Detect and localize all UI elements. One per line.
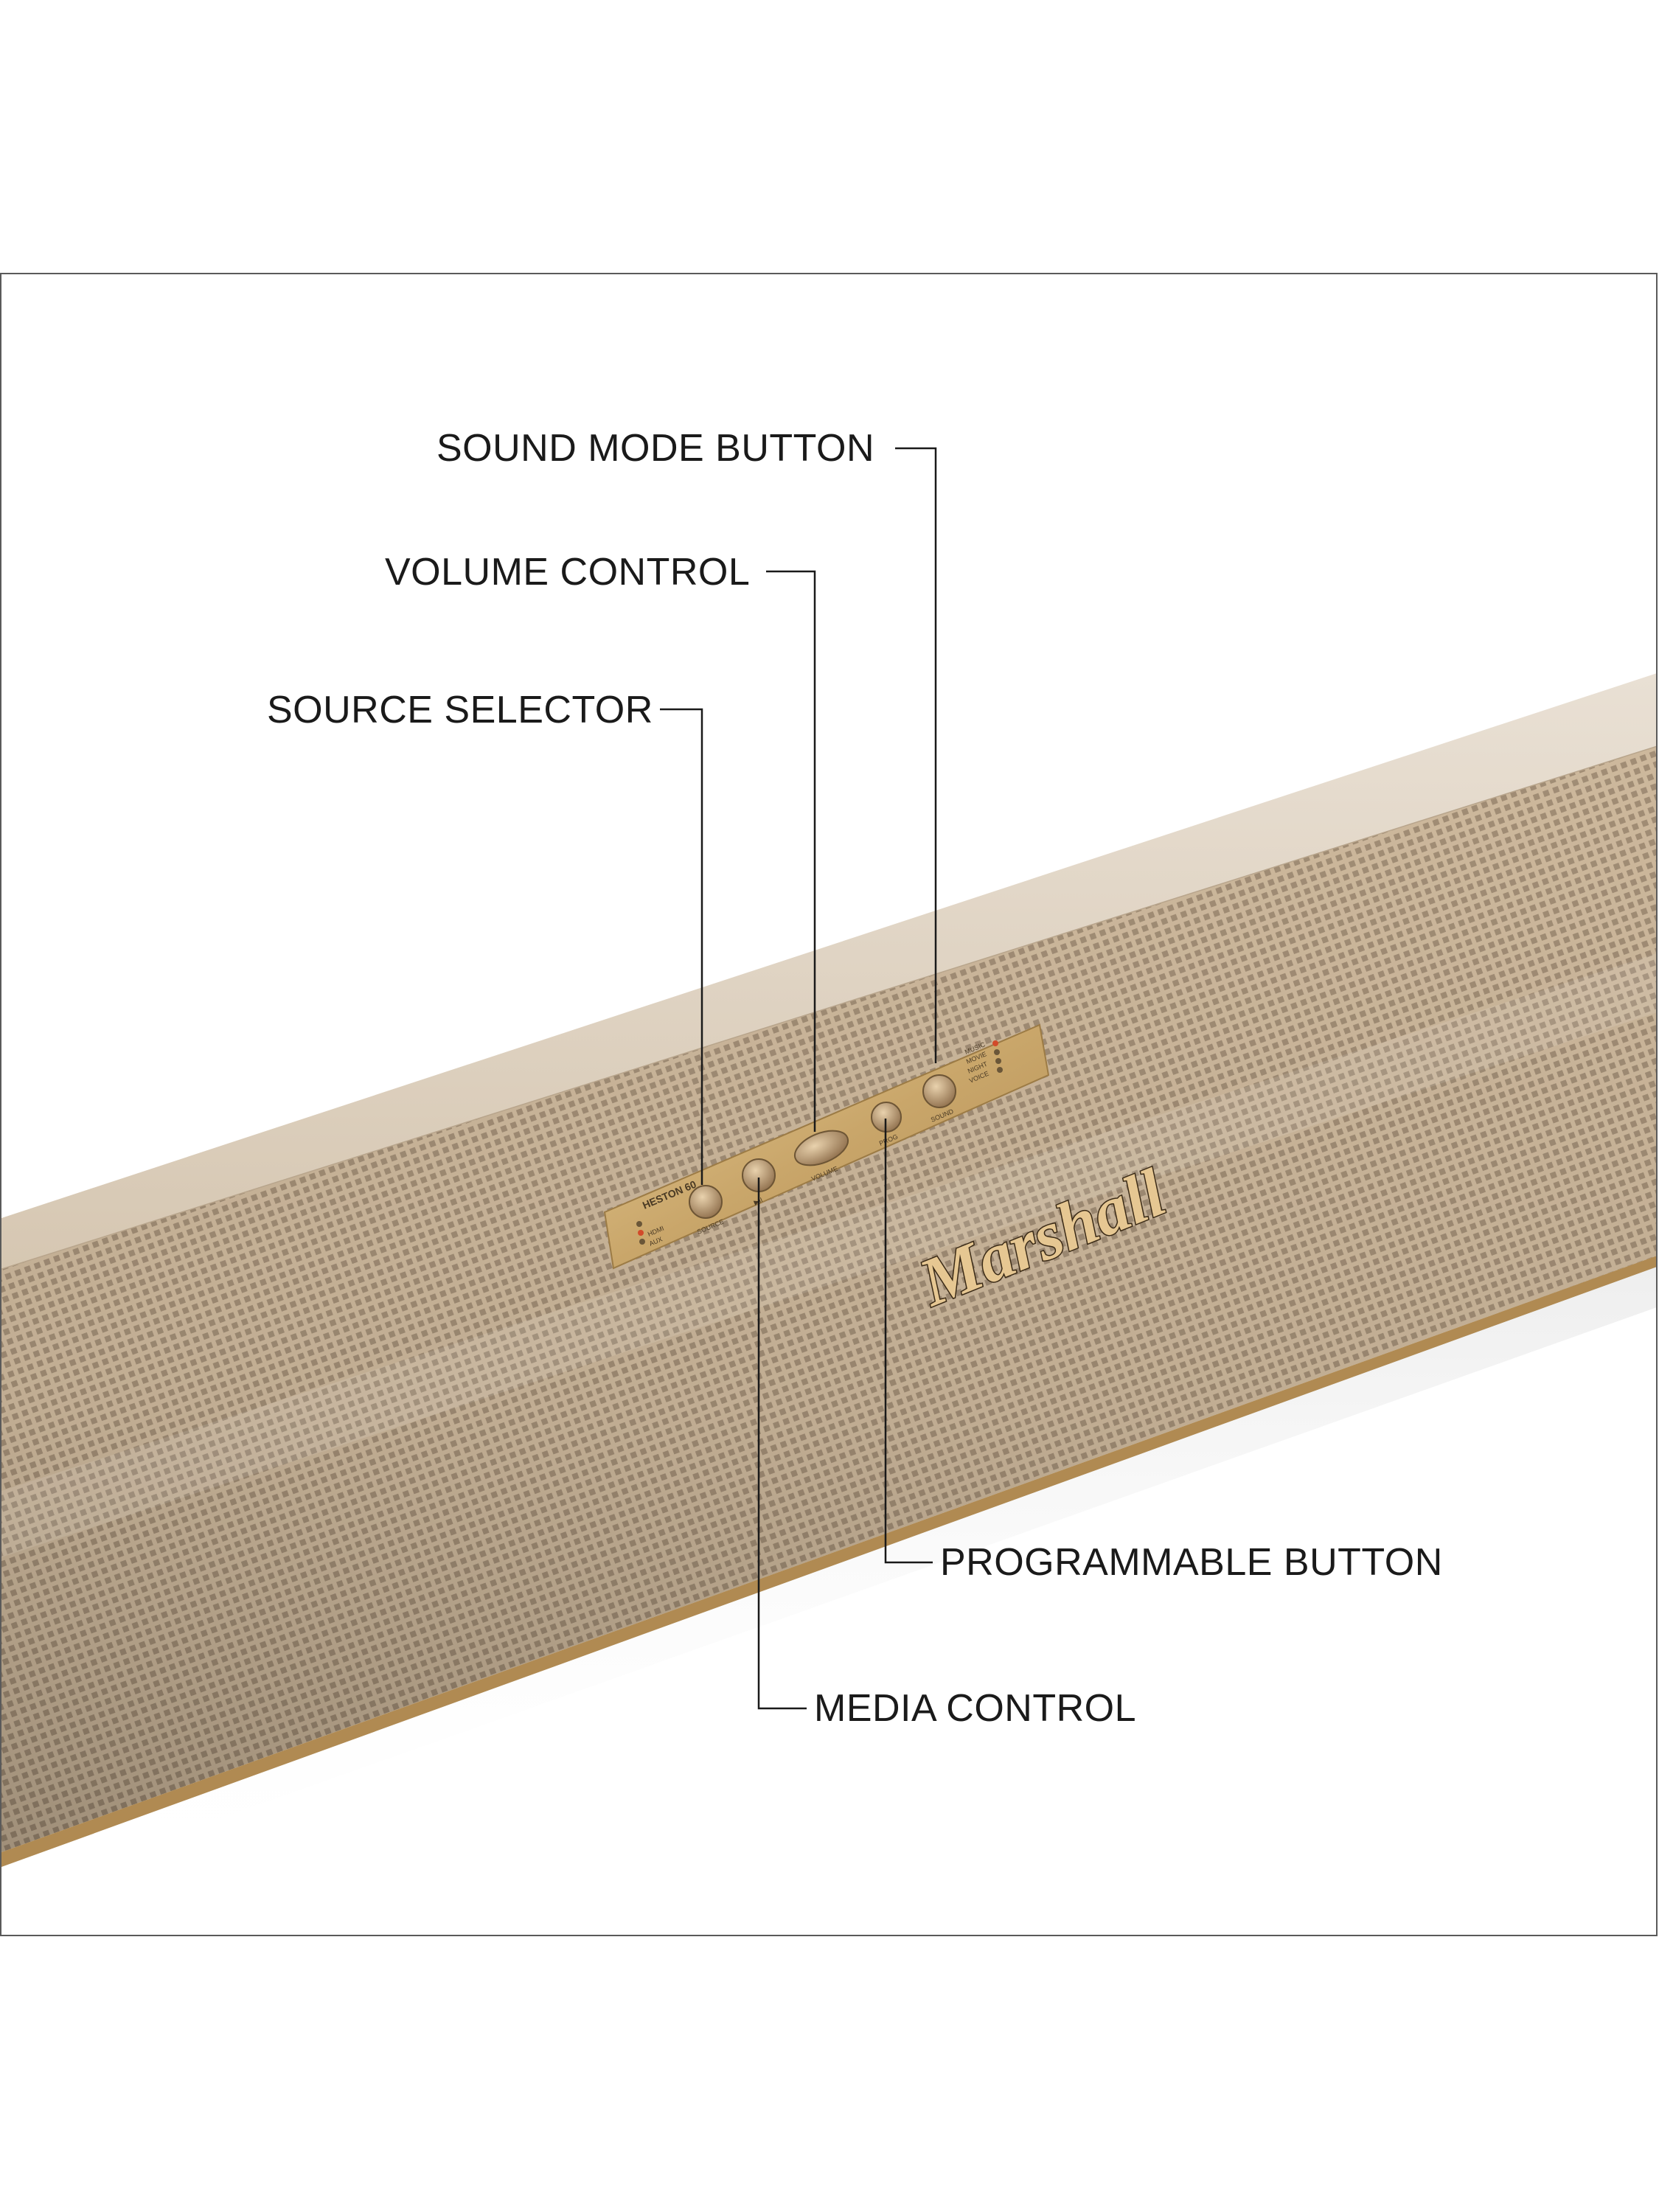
callout-programmable-button: PROGRAMMABLE BUTTON xyxy=(940,1541,1443,1584)
leader-source xyxy=(660,708,703,1185)
leader-media xyxy=(757,1178,807,1710)
callout-volume-control: VOLUME CONTROL xyxy=(385,551,751,594)
soundbar-illustration: HESTON 60 HDMI AUX SOURCE ▶II VOLUME PRO… xyxy=(1,447,1656,1896)
source-button xyxy=(689,1185,723,1219)
grille-fold-highlight xyxy=(1,953,1656,1557)
leader-lines xyxy=(660,447,937,1710)
callout-media-control: MEDIA CONTROL xyxy=(814,1687,1136,1730)
grille-shading xyxy=(1,747,1656,1852)
leader-sound-mode xyxy=(895,447,937,1063)
sound-button xyxy=(922,1074,956,1108)
volume-knob xyxy=(793,1130,849,1166)
leader-programmable xyxy=(884,1119,933,1564)
bottom-trim xyxy=(1,1256,1656,1867)
leader-volume xyxy=(766,570,816,1132)
image-frame: HESTON 60 HDMI AUX SOURCE ▶II VOLUME PRO… xyxy=(0,273,1658,1936)
callout-sound-mode-button: SOUND MODE BUTTON xyxy=(437,427,875,470)
control-panel: HESTON 60 HDMI AUX SOURCE ▶II VOLUME PRO… xyxy=(603,1023,1050,1270)
soundbar-top-surface xyxy=(1,673,1656,1270)
callout-source-selector: SOURCE SELECTOR xyxy=(267,689,653,731)
